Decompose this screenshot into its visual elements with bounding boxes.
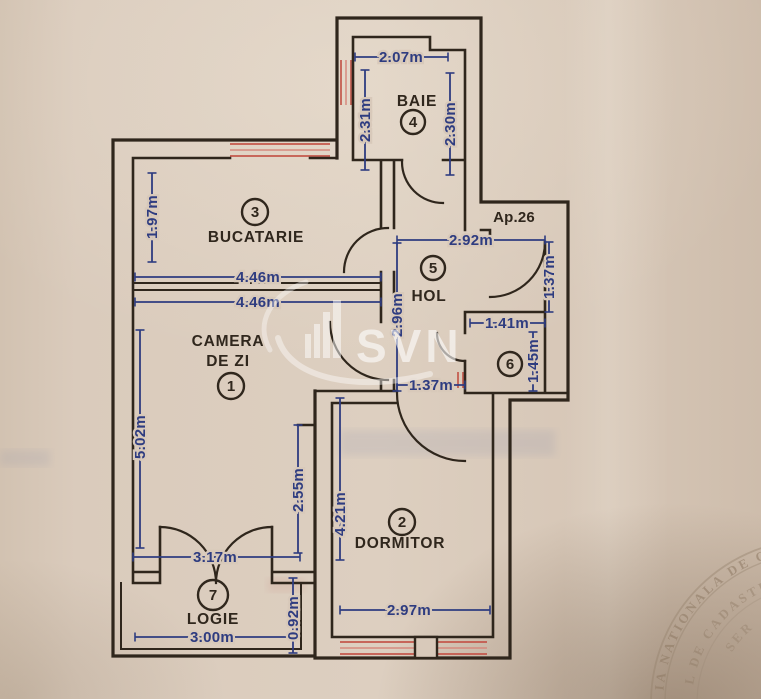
- room-circle-7: [196, 578, 230, 612]
- room-label-camera-line2: DE ZI: [206, 353, 250, 370]
- dimension-lines: [132, 52, 554, 654]
- room-label-bucatarie: BUCATARIE: [208, 229, 304, 246]
- dim-label-entry-width: 1.37m: [541, 255, 558, 299]
- dim-label-baie-left: 2.31m: [357, 98, 374, 142]
- window-markings: [230, 60, 487, 655]
- room-number-1: 1: [227, 378, 235, 395]
- room-number-3: 3: [251, 204, 259, 221]
- door-swing-arcs: [158, 160, 547, 585]
- dim-label-room6-height: 1.45m: [525, 339, 542, 383]
- dim-label-baie-right: 2.30m: [442, 102, 459, 146]
- dim-label-hol-width: 2.92m: [449, 232, 493, 249]
- dim-label-logie-height: 0.92m: [285, 596, 302, 640]
- svn-logo-swoosh-top: [261, 279, 309, 353]
- dim-label-bucatarie-height: 1.97m: [144, 195, 161, 239]
- room-circle-4: [399, 108, 427, 136]
- room-label-logie: LOGIE: [187, 611, 239, 628]
- thin-walls: [120, 282, 382, 650]
- walls: [111, 16, 570, 660]
- svn-logo-icon: [305, 300, 341, 358]
- dim-label-baie-width: 2.07m: [379, 49, 423, 66]
- room-number-7: 7: [209, 587, 217, 604]
- room-labels: CAMERA DE ZI 1 2 DORMITOR 3 BUCATARIE BA…: [187, 93, 535, 628]
- dim-label-room6-width: 1.41m: [485, 315, 529, 332]
- dim-label-dormitor-door: 1.37m: [409, 377, 453, 394]
- svn-watermark: SVN: [261, 279, 463, 386]
- dim-label-logie-door: 3.17m: [193, 549, 237, 566]
- room-label-dormitor: DORMITOR: [355, 535, 446, 552]
- room-circle-3: [240, 197, 270, 227]
- dim-label-camera-width: 4.46m: [236, 294, 280, 311]
- stamp-arc-outer: IA NATIONALA DE CAD: [651, 541, 761, 691]
- svn-logo-swoosh: [275, 335, 433, 386]
- room-circle-6: [496, 350, 524, 378]
- dim-label-dormitor-width: 2.97m: [387, 602, 431, 619]
- dim-label-camera-right-height: 2.55m: [290, 468, 307, 512]
- room-label-hol: HOL: [411, 288, 446, 305]
- window-mullion: [413, 635, 439, 660]
- dim-label-hol-height: 2.96m: [389, 293, 406, 337]
- dimension-labels: 2.07m 2.31m 2.30m 1.97m 4.46m 4.46m 2.92…: [130, 47, 561, 649]
- dim-label-dormitor-height: 4.21m: [332, 492, 349, 536]
- room-circle-2: [387, 507, 417, 537]
- room-circle-5: [419, 254, 447, 282]
- room-circle-1: [216, 371, 246, 401]
- room-number-6: 6: [506, 356, 514, 373]
- exterior-walls: [111, 16, 570, 660]
- stamp-text-outer: IA NATIONALA DE CAD: [651, 541, 761, 691]
- svn-watermark-text: SVN: [356, 320, 463, 372]
- room-label-baie: BAIE: [397, 93, 437, 110]
- stamp-text-small: SER: [722, 618, 757, 654]
- dim-label-bucatarie-width: 4.46m: [236, 269, 280, 286]
- window-hatch-dark: [230, 60, 487, 655]
- room-label-camera-line1: CAMERA: [192, 333, 265, 350]
- dim-label-camera-height: 5.02m: [132, 415, 149, 459]
- room-number-4: 4: [409, 114, 418, 131]
- room-number-5: 5: [429, 260, 437, 277]
- stamp-arc-small: SER: [722, 618, 754, 654]
- window-hatch-light: [230, 60, 487, 649]
- room-number-2: 2: [398, 514, 406, 531]
- cadastre-stamp: IA NATIONALA DE CAD L DE CADASTR SER: [650, 541, 761, 699]
- scan-smudges: [0, 430, 555, 592]
- apartment-number-label: Ap.26: [493, 209, 535, 226]
- dim-label-logie-width: 3.00m: [190, 629, 234, 646]
